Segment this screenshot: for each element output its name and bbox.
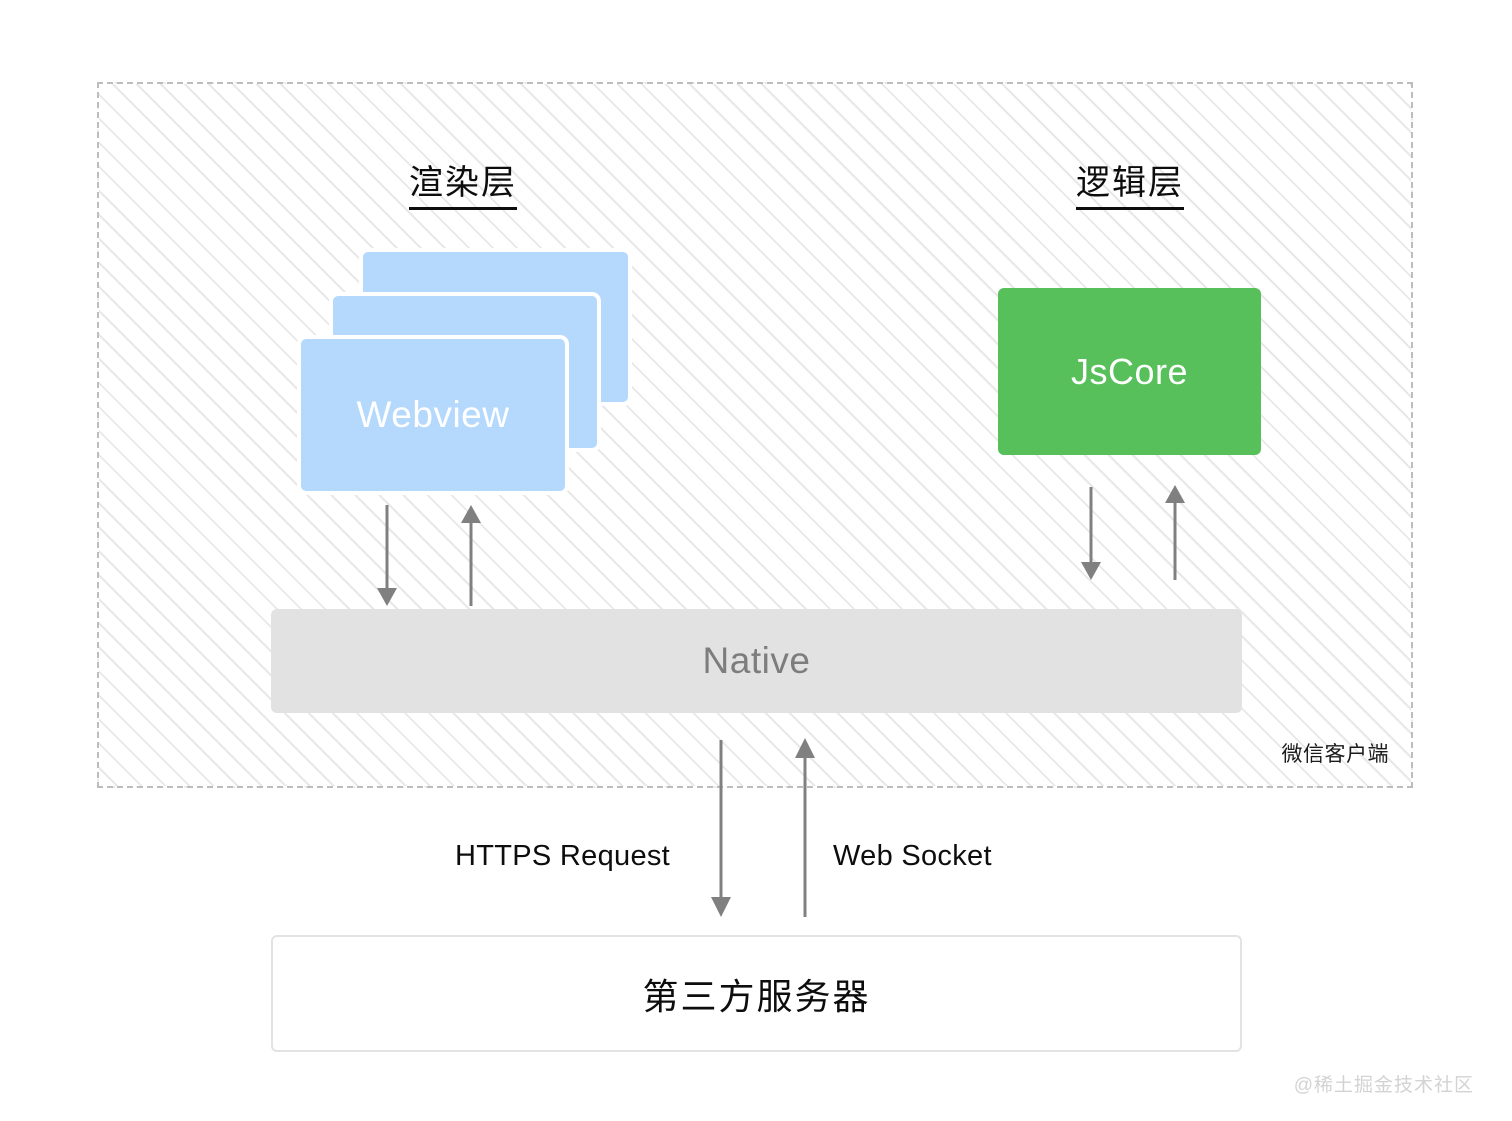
wechat-client-label: 微信客户端 (1281, 743, 1389, 766)
webview-card-front: Webview (297, 335, 569, 495)
third-party-server-label: 第三方服务器 (642, 975, 871, 1017)
section-title-logic-layer: 逻辑层 (1076, 155, 1184, 210)
watermark: @稀土掘金技术社区 (1293, 1075, 1474, 1096)
jscore-label: JsCore (1070, 350, 1189, 392)
native-label: Native (702, 640, 811, 681)
link-label-web-socket: Web Socket (833, 840, 992, 872)
section-title-render-layer: 渲染层 (409, 155, 517, 210)
third-party-server-box: 第三方服务器 (271, 935, 1242, 1052)
webview-card-stack: Webview (297, 248, 637, 498)
jscore-box: JsCore (998, 288, 1261, 455)
link-label-https-request: HTTPS Request (455, 840, 671, 872)
native-bar: Native (271, 609, 1242, 713)
webview-label: Webview (356, 394, 510, 435)
